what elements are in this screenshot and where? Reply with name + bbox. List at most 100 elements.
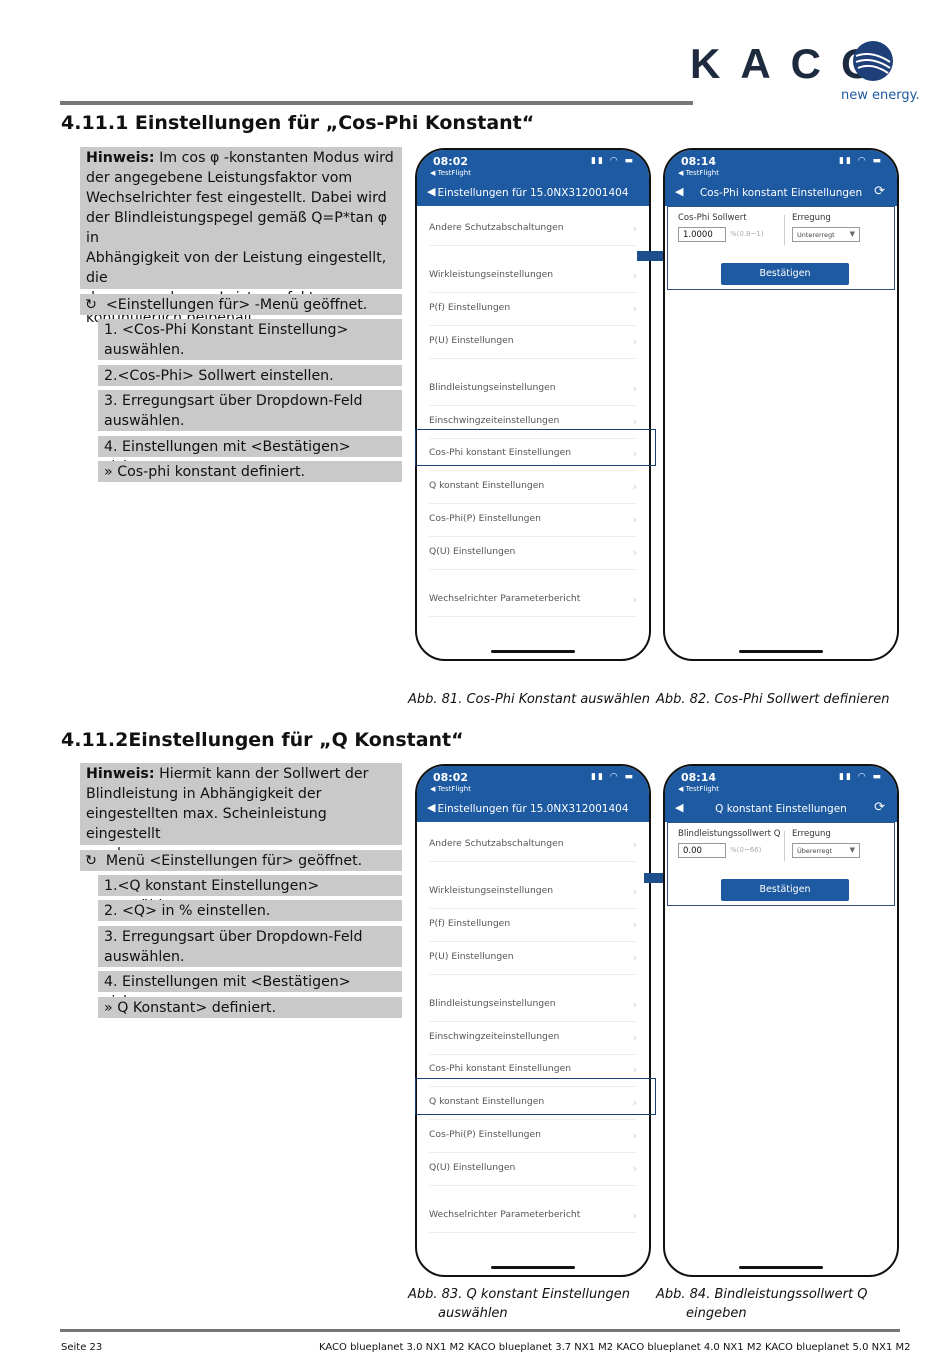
menu-item[interactable]: P(f) Einstellungen› (429, 918, 637, 942)
q-setpoint-input[interactable]: 0.00 (678, 843, 726, 858)
footer-models: KACO blueplanet 3.0 NX1 M2 KACO blueplan… (319, 1342, 911, 1353)
app-header: 08:14 ◀ TestFlight ▮▮ ◠ ▬ ◀ Q konstant E… (665, 766, 897, 822)
hint-line: Blindleistung in Abhängigkeit der (86, 786, 322, 802)
signal-wifi-battery-icon: ▮▮ ◠ ▬ (839, 156, 883, 166)
step-2-cosphi: 2.<Cos-Phi> Sollwert einstellen. (98, 365, 402, 386)
chevron-right-icon: › (632, 1162, 637, 1175)
app-header: 08:14 ◀ TestFlight ▮▮ ◠ ▬ ◀ Cos-Phi kons… (665, 150, 897, 206)
testflight-link[interactable]: ◀ TestFlight (430, 785, 471, 793)
refresh-icon[interactable]: ⟳ (874, 800, 885, 815)
selection-highlight (415, 1078, 656, 1115)
status-time: 08:14 (681, 771, 717, 784)
section-heading-cosphi: 4.11.1 Einstellungen für „Cos-Phi Konsta… (61, 112, 535, 134)
home-indicator (491, 650, 575, 653)
chevron-down-icon: ▼ (849, 846, 855, 854)
chevron-right-icon: › (632, 382, 637, 395)
chevron-right-icon: › (632, 480, 637, 493)
confirm-button[interactable]: Bestätigen (721, 263, 849, 285)
precondition-text: Menü <Einstellungen für> geöffnet. (105, 853, 363, 869)
back-arrow-icon[interactable]: ◀ (427, 801, 436, 814)
chevron-right-icon: › (632, 302, 637, 315)
hint-box-q: Hinweis: Hiermit kann der Sollwert der B… (80, 763, 402, 862)
menu-item-q-selected[interactable]: Q konstant Einstellungen› (429, 1096, 637, 1120)
back-arrow-icon[interactable]: ◀ (427, 185, 436, 198)
selection-highlight (415, 429, 656, 466)
menu-item[interactable]: Andere Schutzabschaltungen› (429, 222, 637, 246)
result-cosphi: » Cos-phi konstant definiert. (98, 461, 402, 482)
home-indicator (491, 1266, 575, 1269)
screen-title: Cos-Phi konstant Einstellungen (699, 187, 863, 199)
menu-item[interactable]: Einschwingzeiteinstellungen› (429, 1031, 637, 1055)
chevron-right-icon: › (632, 1209, 637, 1222)
chevron-right-icon: › (632, 951, 637, 964)
step-text: 3. Erregungsart über Dropdown-Feld (104, 393, 363, 409)
brand-logo-mark (853, 41, 893, 81)
select-label: Erregung (792, 213, 831, 223)
step-1-q: 1.<Q konstant Einstellungen> auswählen. (98, 875, 402, 914)
caption-fig-82: Abb. 82. Cos-Phi Sollwert definieren (656, 692, 890, 707)
cosphi-setpoint-input[interactable]: 1.0000 (678, 227, 726, 242)
menu-item[interactable]: Andere Schutzabschaltungen› (429, 838, 637, 862)
menu-item[interactable]: Cos-Phi konstant Einstellungen› (429, 1063, 637, 1087)
divider (784, 215, 785, 245)
app-header: 08:02 ◀ TestFlight ▮▮ ◠ ▬ ◀ Einstellunge… (417, 766, 649, 822)
excitation-select[interactable]: Übererregt ▼ (792, 843, 860, 858)
page-number: Seite 23 (61, 1342, 103, 1353)
testflight-link[interactable]: ◀ TestFlight (678, 169, 719, 177)
settings-form: Blindleistungssollwert Q Erregung 0.00 %… (667, 822, 895, 906)
signal-wifi-battery-icon: ▮▮ ◠ ▬ (839, 772, 883, 782)
refresh-icon[interactable]: ⟳ (874, 184, 885, 199)
chevron-right-icon: › (632, 269, 637, 282)
brand-logo-text: KACO (690, 40, 894, 87)
menu-item[interactable]: Blindleistungseinstellungen› (429, 382, 637, 406)
menu-item[interactable]: Wechselrichter Parameterbericht› (429, 1209, 637, 1233)
menu-item[interactable]: Q(U) Einstellungen› (429, 1162, 637, 1186)
menu-item[interactable]: Cos-Phi(P) Einstellungen› (429, 513, 637, 537)
menu-item[interactable]: Einschwingzeiteinstellungen› (429, 415, 637, 439)
hint-line: der Blindleistungspegel gemäß Q=P*tan φ … (86, 210, 388, 246)
menu-item[interactable]: Wirkleistungseinstellungen› (429, 269, 637, 293)
step-text: 1. <Cos-Phi Konstant Einstellung> (104, 322, 349, 338)
chevron-right-icon: › (632, 885, 637, 898)
testflight-link[interactable]: ◀ TestFlight (678, 785, 719, 793)
menu-item[interactable]: P(U) Einstellungen› (429, 951, 637, 975)
bottom-divider (60, 1329, 900, 1332)
screen-title: Q konstant Einstellungen (715, 803, 847, 815)
menu-item[interactable]: Wirkleistungseinstellungen› (429, 885, 637, 909)
menu-item[interactable]: P(U) Einstellungen› (429, 335, 637, 359)
chevron-right-icon: › (632, 447, 637, 460)
chevron-down-icon: ▼ (849, 230, 855, 238)
confirm-button[interactable]: Bestätigen (721, 879, 849, 901)
excitation-select[interactable]: Untererregt▼ (792, 227, 860, 242)
top-divider (60, 101, 693, 105)
menu-item[interactable]: Blindleistungseinstellungen› (429, 998, 637, 1022)
menu-item[interactable]: Q(U) Einstellungen› (429, 546, 637, 570)
menu-item[interactable]: Wechselrichter Parameterbericht› (429, 593, 637, 617)
back-arrow-icon[interactable]: ◀ (675, 185, 684, 198)
hint-line: Im cos φ -konstanten Modus wird (159, 150, 394, 166)
phone-screenshot-list-q: 08:02 ◀ TestFlight ▮▮ ◠ ▬ ◀ Einstellunge… (415, 764, 651, 1277)
select-label: Erregung (792, 829, 831, 839)
hint-label: Hinweis: (86, 150, 155, 166)
back-arrow-icon[interactable]: ◀ (675, 801, 684, 814)
phone-screenshot-cosphi-settings: 08:14 ◀ TestFlight ▮▮ ◠ ▬ ◀ Cos-Phi kons… (663, 148, 899, 661)
step-3-q: 3. Erregungsart über Dropdown-Feld auswä… (98, 926, 402, 967)
refresh-icon: ↻ (85, 297, 97, 313)
hint-line: eingestellten max. Scheinleistung einges… (86, 806, 327, 842)
chevron-right-icon: › (632, 546, 637, 559)
select-value: Übererregt (797, 847, 833, 855)
caption-fig-83: Abb. 83. Q konstant Einstellungen auswäh… (408, 1285, 630, 1323)
menu-item-cosphi-selected[interactable]: Cos-Phi konstant Einstellungen› (429, 447, 637, 471)
range-hint: %(0.8~1) (730, 230, 764, 238)
menu-item[interactable]: Q konstant Einstellungen› (429, 480, 637, 504)
menu-item[interactable]: P(f) Einstellungen› (429, 302, 637, 326)
caption-line: eingeben (686, 1306, 747, 1321)
chevron-right-icon: › (632, 1031, 637, 1044)
testflight-link[interactable]: ◀ TestFlight (430, 169, 471, 177)
field-label: Cos-Phi Sollwert (678, 213, 747, 223)
signal-wifi-battery-icon: ▮▮ ◠ ▬ (591, 772, 635, 782)
caption-fig-81: Abb. 81. Cos-Phi Konstant auswählen (408, 692, 651, 707)
menu-item[interactable]: Cos-Phi(P) Einstellungen› (429, 1129, 637, 1153)
step-4-cosphi: 4. Einstellungen mit <Bestätigen> sicher… (98, 436, 402, 475)
hint-line: Hiermit kann der Sollwert der (159, 766, 369, 782)
